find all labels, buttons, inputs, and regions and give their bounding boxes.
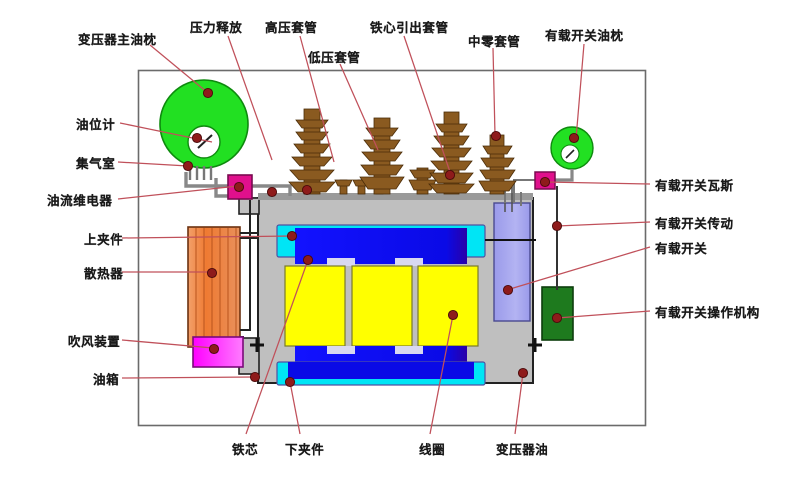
label-lv-bushing: 低压套管	[308, 50, 361, 65]
leader-main-conservator	[149, 44, 209, 94]
node-transformer-oil	[517, 367, 529, 379]
leader-oltc-buchholz	[544, 181, 651, 185]
label-lower-clamp: 下夹件	[285, 442, 325, 457]
label-oltc-buchholz: 有载开关瓦斯	[655, 178, 734, 193]
node-hv-bushing	[301, 184, 313, 196]
node-oltc-conservator	[568, 132, 580, 144]
leader-oil-tank	[121, 376, 255, 379]
leader-coil	[429, 314, 454, 435]
label-iron-core: 铁芯	[232, 442, 259, 457]
leader-blower-unit	[121, 339, 214, 349]
bushing-hv-1	[288, 108, 336, 195]
node-neutral-bushing	[490, 130, 502, 142]
node-oil-tank	[249, 371, 261, 383]
node-oltc-mechanism	[551, 312, 563, 324]
label-upper-clamp: 上夹件	[84, 232, 124, 247]
label-oltc: 有载开关	[655, 241, 708, 256]
label-oltc-drive: 有载开关传动	[655, 216, 734, 231]
label-core-lead-bushing: 铁心引出套管	[370, 20, 449, 35]
node-pressure-relief	[266, 186, 278, 198]
label-neutral-bushing: 中零套管	[468, 34, 521, 49]
node-gas-collector	[182, 160, 194, 172]
bushing-hv-2	[359, 117, 405, 195]
lower-clamp-assembly	[276, 346, 486, 386]
label-hv-bushing: 高压套管	[265, 20, 318, 35]
node-upper-clamp	[286, 230, 298, 242]
leader-transformer-oil	[514, 372, 524, 435]
node-oltc-buchholz	[539, 176, 551, 188]
label-oltc-conservator: 有载开关油枕	[545, 28, 624, 43]
leader-upper-clamp	[121, 235, 292, 239]
connection-node-layer	[182, 87, 580, 388]
leader-hv-bushing	[299, 35, 335, 163]
leader-oltc-drive	[556, 221, 651, 227]
leader-oltc-conservator	[575, 43, 585, 140]
node-core-lead-bushing	[444, 169, 456, 181]
radiator-assembly	[187, 200, 258, 348]
label-pressure-relief: 压力释放	[190, 20, 243, 35]
label-radiator: 散热器	[84, 266, 124, 281]
node-iron-core	[302, 254, 314, 266]
node-coil	[447, 309, 459, 321]
leader-neutral-bushing	[492, 47, 496, 136]
node-oil-level-gauge	[191, 132, 203, 144]
label-gas-collector: 集气室	[76, 156, 116, 171]
node-main-conservator	[202, 87, 214, 99]
tap-changer-compartment	[485, 185, 536, 322]
label-oil-flow-relay: 油流维电器	[47, 193, 113, 208]
leader-oltc-mechanism	[556, 310, 651, 319]
leader-oltc	[509, 246, 651, 290]
oltc-conservator	[504, 126, 594, 290]
node-oltc	[502, 284, 514, 296]
label-transformer-oil: 变压器油	[496, 442, 549, 457]
leader-line-layer	[117, 35, 651, 435]
leader-oil-flow-relay	[117, 185, 239, 200]
node-blower-unit	[208, 343, 220, 355]
label-oltc-operating-mechanism: 有载开关操作机构	[655, 305, 760, 320]
node-oil-flow-relay	[233, 181, 245, 193]
label-main-conservator: 变压器主油枕	[78, 32, 157, 47]
leader-pressure-relief	[227, 35, 273, 161]
node-oltc-drive	[551, 220, 563, 232]
leader-iron-core	[245, 259, 309, 435]
bushing-core-lead	[408, 167, 437, 195]
bushing-hv-3	[428, 111, 475, 195]
iron-core-limbs	[284, 265, 479, 347]
leader-gas-collector	[117, 161, 189, 167]
label-oil-tank: 油箱	[93, 372, 120, 387]
leader-lower-clamp	[289, 381, 301, 435]
bushing-neutral	[478, 134, 517, 195]
main-conservator	[159, 79, 292, 198]
upper-clamp-assembly	[276, 224, 486, 266]
node-radiator	[206, 267, 218, 279]
label-oil-level-gauge: 油位计	[76, 117, 116, 132]
leader-core-lead-bushing	[403, 35, 451, 173]
label-blower-unit: 吹风装置	[68, 334, 121, 349]
leader-lv-bushing	[339, 63, 379, 151]
label-coil: 线圈	[419, 442, 446, 457]
node-lower-clamp	[284, 376, 296, 388]
